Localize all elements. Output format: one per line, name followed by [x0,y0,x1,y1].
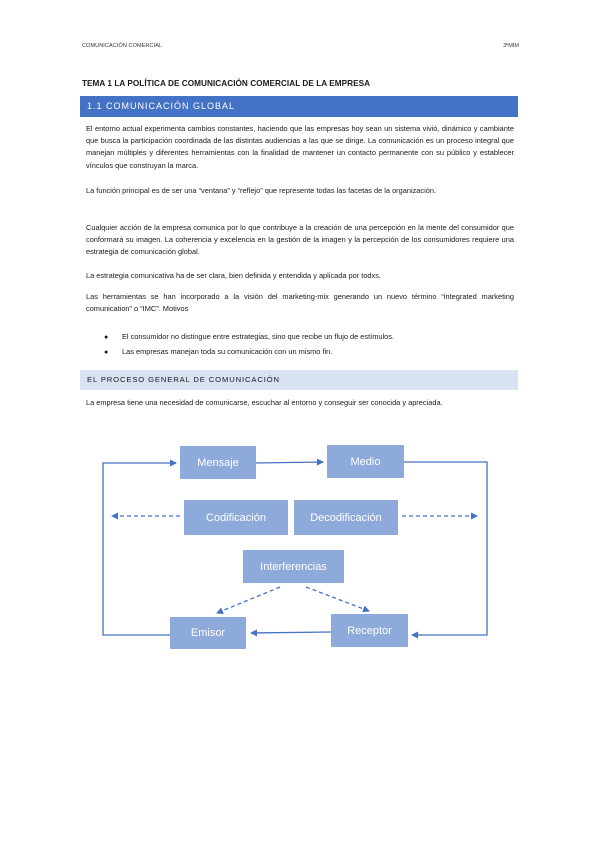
arrow-emisor-to-mensaje [102,459,186,636]
arrow-mensaje-to-medio [255,458,324,466]
box-decodificacion: Decodificación [294,500,398,535]
paragraph-funcion: La función principal es de ser una “vent… [86,186,437,195]
arrow-medio-to-receptor [404,461,488,639]
arrow-receptor-to-emisor [250,629,332,637]
box-emisor: Emisor [170,617,246,649]
bullet-icon: ● [104,334,109,341]
list-item: ● El consumidor no distingue entre estra… [104,330,504,345]
motivos-list: ● El consumidor no distingue entre estra… [104,330,504,360]
list-item: ● Las empresas manejan toda su comunicac… [104,345,504,360]
bullet-icon: ● [104,349,109,356]
list-item-text: Las empresas manejan toda su comunicació… [122,347,333,356]
dashed-arrow-interferencias-emisor [216,586,281,614]
document-title: TEMA 1 LA POLÍTICA DE COMUNICACIÓN COMER… [82,79,371,88]
box-interferencias: Interferencias [243,550,344,583]
paragraph-herramientas: Las herramientas se han incorporado a la… [86,292,514,314]
box-mensaje: Mensaje [180,446,256,479]
paragraph-estrategia: La estrategia comunicativa ha de ser cla… [86,271,381,280]
section-heading-proceso: EL PROCESO GENERAL DE COMUNICACIÓN [80,370,518,390]
box-receptor: Receptor [331,614,408,647]
list-item-text: El consumidor no distingue entre estrate… [122,332,394,341]
paragraph-entorno: El entorno actual experimenta cambios co… [86,124,514,170]
dashed-arrow-interferencias-receptor [305,586,370,613]
box-medio: Medio [327,445,404,478]
section-heading-comunicacion-global: 1.1 COMUNICACIÓN GLOBAL [80,96,518,117]
paragraph-accion: Cualquier acción de la empresa comunica … [86,223,514,257]
paragraph-proceso: La empresa tiene una necesidad de comuni… [86,398,443,407]
box-codificacion: Codificación [184,500,288,535]
header-right: 3ºMIM [503,43,519,49]
header-left: COMUNICACIÓN COMERCIAL [82,43,163,49]
